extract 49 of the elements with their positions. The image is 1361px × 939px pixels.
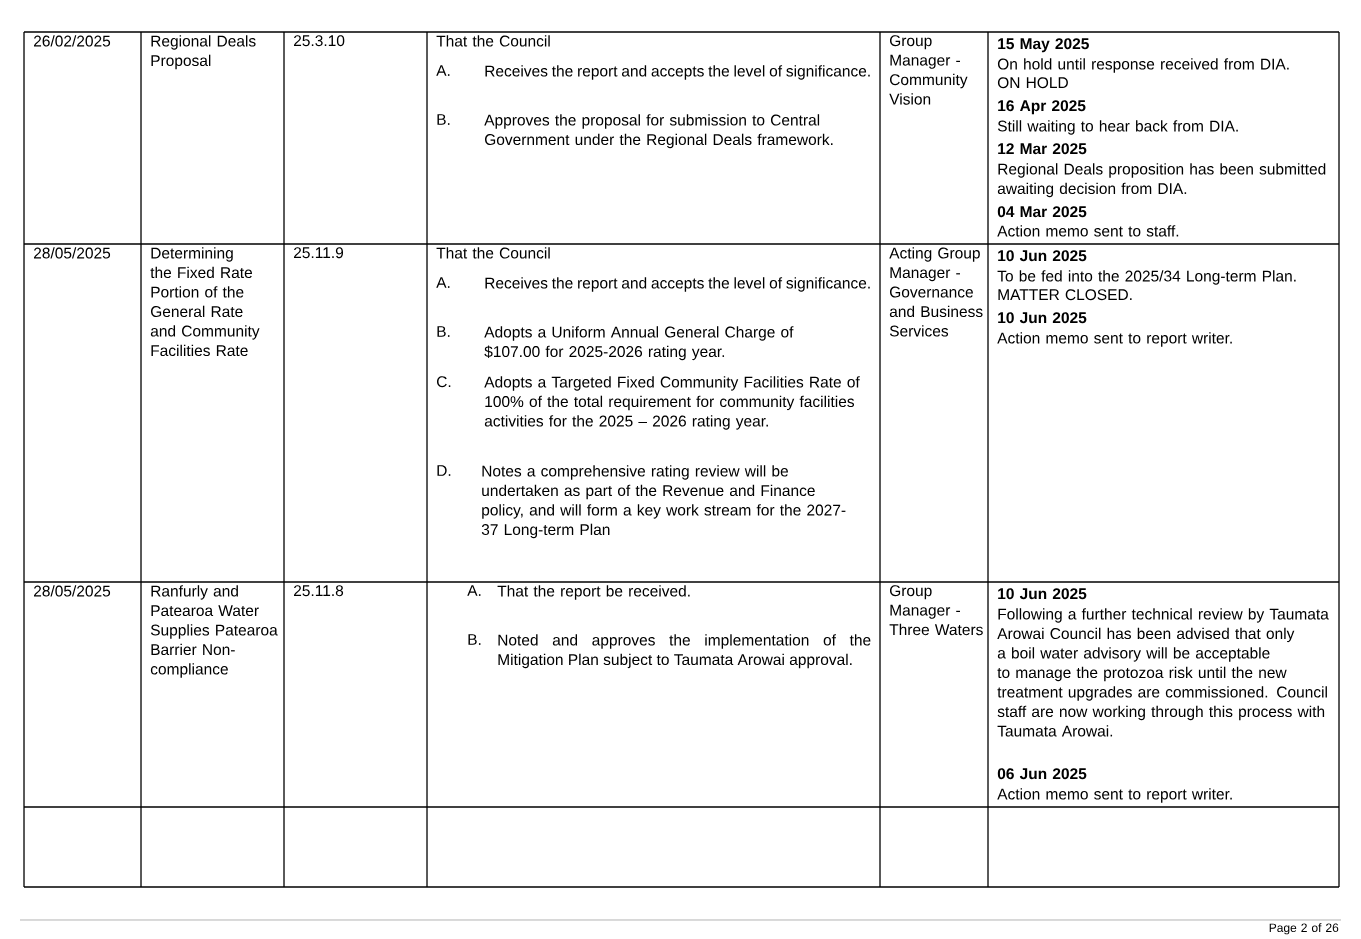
subject-text: Regional Deals Proposal	[151, 35, 256, 70]
item-text: That the report be received.	[497, 585, 690, 600]
item-text: Noted and approves the implementation of the Mitigation Plan subject to Taumata Arowai approval.	[498, 634, 871, 669]
date-text: 28/05/2025	[34, 247, 111, 259]
item-text: Notes a comprehensive rating review will be undertaken as part of the Revenue and Finance policy, and will form a key work stream for the 2027-37 Long-term Plan	[481, 465, 846, 539]
item-letter: D.	[437, 465, 451, 476]
update-date: 06 Jun 2025	[997, 768, 1087, 780]
update-date: 15 May 2025	[998, 38, 1089, 53]
item-letter: A.	[436, 277, 450, 288]
update-date: 10 Jun 2025	[998, 588, 1087, 600]
reference-text: 25.3.10	[294, 35, 345, 47]
item-text: Adopts a Targeted Fixed Community Facilities Rate of 100% of the total requirement for community facilities activities for the 2025 – 2026 rating year.	[484, 376, 860, 430]
resolution-text: That the Council	[436, 35, 550, 47]
officer-text: Acting Group Manager - Governance and Business Services	[889, 247, 983, 337]
reference-text: 25.11.9	[294, 247, 344, 259]
item-letter: A.	[436, 65, 450, 76]
update-text: Action memo sent to staff.	[997, 225, 1179, 237]
update-text: Still waiting to hear back from DIA.	[997, 120, 1238, 135]
status-text: ON HOLD	[997, 77, 1068, 89]
item-letter: B.	[437, 114, 450, 125]
officer-text: Group Manager - Community Vision	[889, 35, 968, 105]
update-date: 10 Jun 2025	[998, 312, 1087, 324]
update-text: Following a further technical review by Taumata Arowai Council has been advised that only a boil water advisory will be acceptable to manage the protozoa risk until the new treatment upgrades are commissioned. Council staff are now working through this process with Taumata Arowai.	[997, 608, 1329, 737]
status-text: MATTER CLOSED.	[998, 289, 1132, 301]
update-text: To be fed into the 2025/34 Long-term Plan.	[997, 270, 1296, 285]
update-date: 16 Apr 2025	[998, 100, 1086, 115]
item-text: Receives the report and accepts the level of significance.	[485, 277, 870, 292]
update-text: Action memo sent to report writer.	[997, 332, 1232, 347]
date-text: 26/02/2025	[34, 35, 111, 47]
item-letter: B.	[437, 326, 450, 337]
subject-text: Ranfurly and Patearoa Water Supplies Patearoa Barrier Non-compliance	[150, 585, 278, 678]
update-text: On hold until response received from DIA.	[997, 58, 1289, 73]
item-text: Approves the proposal for submission to Central Government under the Regional Deals framework.	[484, 114, 833, 149]
officer-text: Group Manager - Three Waters	[889, 585, 983, 636]
subject-text: Determining the Fixed Rate Portion of the General Rate and Community Facilities Rate	[150, 247, 260, 357]
item-letter: A.	[467, 585, 481, 596]
date-text: 28/05/2025	[34, 585, 111, 597]
item-text: Adopts a Uniform Annual General Charge of $107.00 for 2025-2026 rating year.	[484, 326, 794, 361]
update-date: 04 Mar 2025	[997, 206, 1087, 218]
item-letter: C.	[437, 376, 451, 388]
page-number: Page 2 of 26	[1269, 923, 1339, 935]
update-text: Regional Deals proposition has been submitted awaiting decision from DIA.	[997, 163, 1326, 198]
item-text: Receives the report and accepts the level of significance.	[485, 65, 870, 80]
resolution-text: That the Council	[436, 247, 550, 259]
item-letter: B.	[468, 634, 481, 645]
reference-text: 25.11.8	[294, 585, 344, 597]
update-date: 10 Jun 2025	[998, 250, 1087, 262]
update-text: Action memo sent to report writer.	[997, 788, 1232, 803]
update-date: 12 Mar 2025	[998, 143, 1087, 155]
